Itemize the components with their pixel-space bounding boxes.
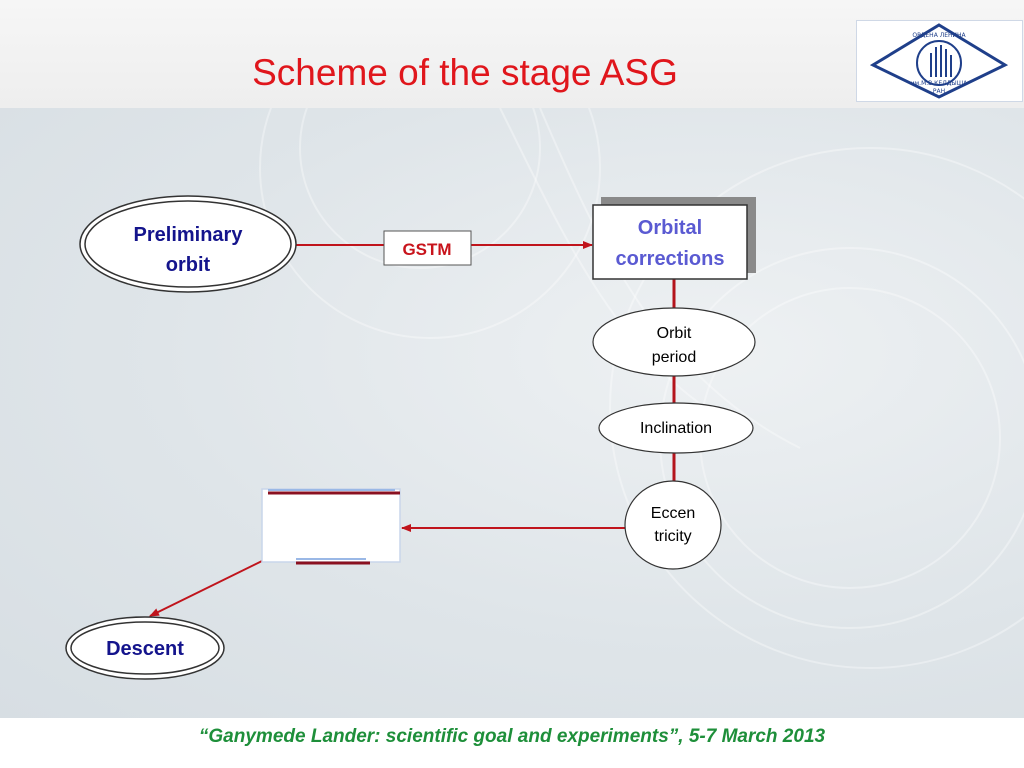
slide-footer: “Ganymede Lander: scientific goal and ex… [198, 726, 826, 747]
node-inclination: Inclination [598, 402, 754, 454]
node-preliminary-orbit: Preliminary orbit [79, 195, 297, 293]
node-orbit-period: Orbit period [592, 307, 756, 377]
gstm-label: GSTM [402, 240, 451, 259]
node-orbital-corrections: Orbital corrections [592, 197, 756, 280]
institute-logo: ОРДЕНА ЛЕНИНА им.М.В.КЕЛДЫША РАН [856, 20, 1023, 102]
footer-band [0, 718, 1024, 768]
orbit-period-line1: Orbit [657, 325, 692, 342]
orbital-corrections-line1: Orbital [638, 217, 702, 239]
orbital-corrections-line2: corrections [616, 248, 725, 270]
preliminary-orbit-line2: orbit [166, 254, 211, 276]
preliminary-orbit-line1: Preliminary [134, 224, 244, 246]
institute-emblem-icon: ОРДЕНА ЛЕНИНА им.М.В.КЕЛДЫША РАН [869, 23, 1009, 99]
node-gstm: GSTM [383, 230, 472, 266]
inclination-label: Inclination [640, 420, 712, 437]
header-band [0, 0, 1024, 108]
node-blank-box [261, 488, 401, 565]
logo-line-2: им.М.В.КЕЛДЫША [911, 80, 968, 87]
logo-line-3: РАН [933, 88, 945, 95]
node-eccentricity: Eccen tricity [624, 480, 722, 570]
slide-title: Scheme of the stage ASG [252, 52, 678, 93]
eccentricity-line1: Eccen [651, 505, 695, 522]
node-descent: Descent [65, 616, 225, 680]
arrow-box-to-descent [149, 560, 263, 617]
eccentricity-line2: tricity [654, 528, 691, 545]
descent-label: Descent [106, 638, 184, 660]
logo-line-1: ОРДЕНА ЛЕНИНА [912, 32, 966, 39]
orbit-period-line2: period [652, 349, 696, 366]
